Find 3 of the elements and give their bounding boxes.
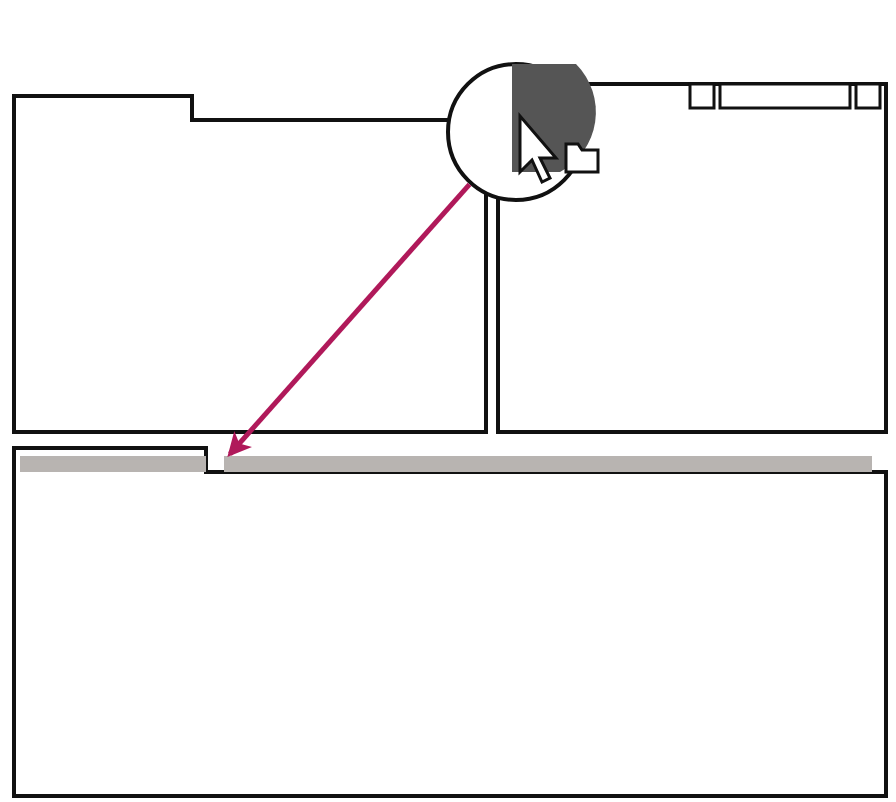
magnifier-circle [446, 62, 600, 202]
drop-zone-bar [20, 456, 872, 472]
arrow [227, 182, 472, 457]
